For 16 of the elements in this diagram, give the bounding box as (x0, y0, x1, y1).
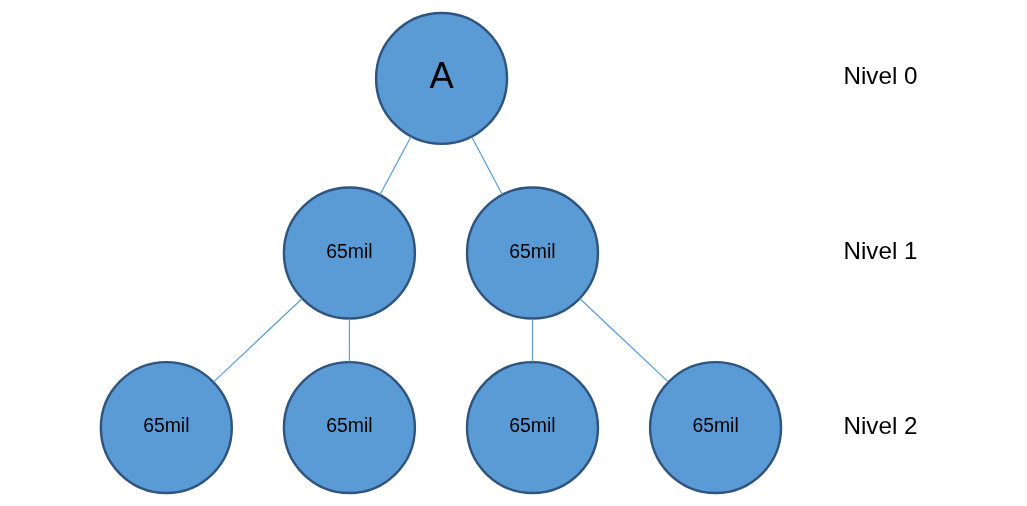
label: Nivel 0 (842, 62, 918, 90)
node-circle: 65mil (282, 186, 416, 320)
node-circle: 65mil (648, 360, 782, 495)
node-circle: 65mil (282, 360, 416, 495)
connector (378, 135, 412, 196)
node-circle: 65mil (465, 360, 599, 495)
node-circle: 65mil (99, 360, 233, 495)
node-circle: 65mil (465, 186, 599, 320)
label: Nivel 2 (842, 411, 918, 439)
label: Nivel 1 (842, 237, 918, 265)
connector (531, 318, 533, 363)
connector (212, 297, 303, 383)
node-circle: A (374, 11, 508, 146)
connector (470, 136, 503, 196)
connector (578, 297, 669, 383)
connector (348, 318, 350, 363)
